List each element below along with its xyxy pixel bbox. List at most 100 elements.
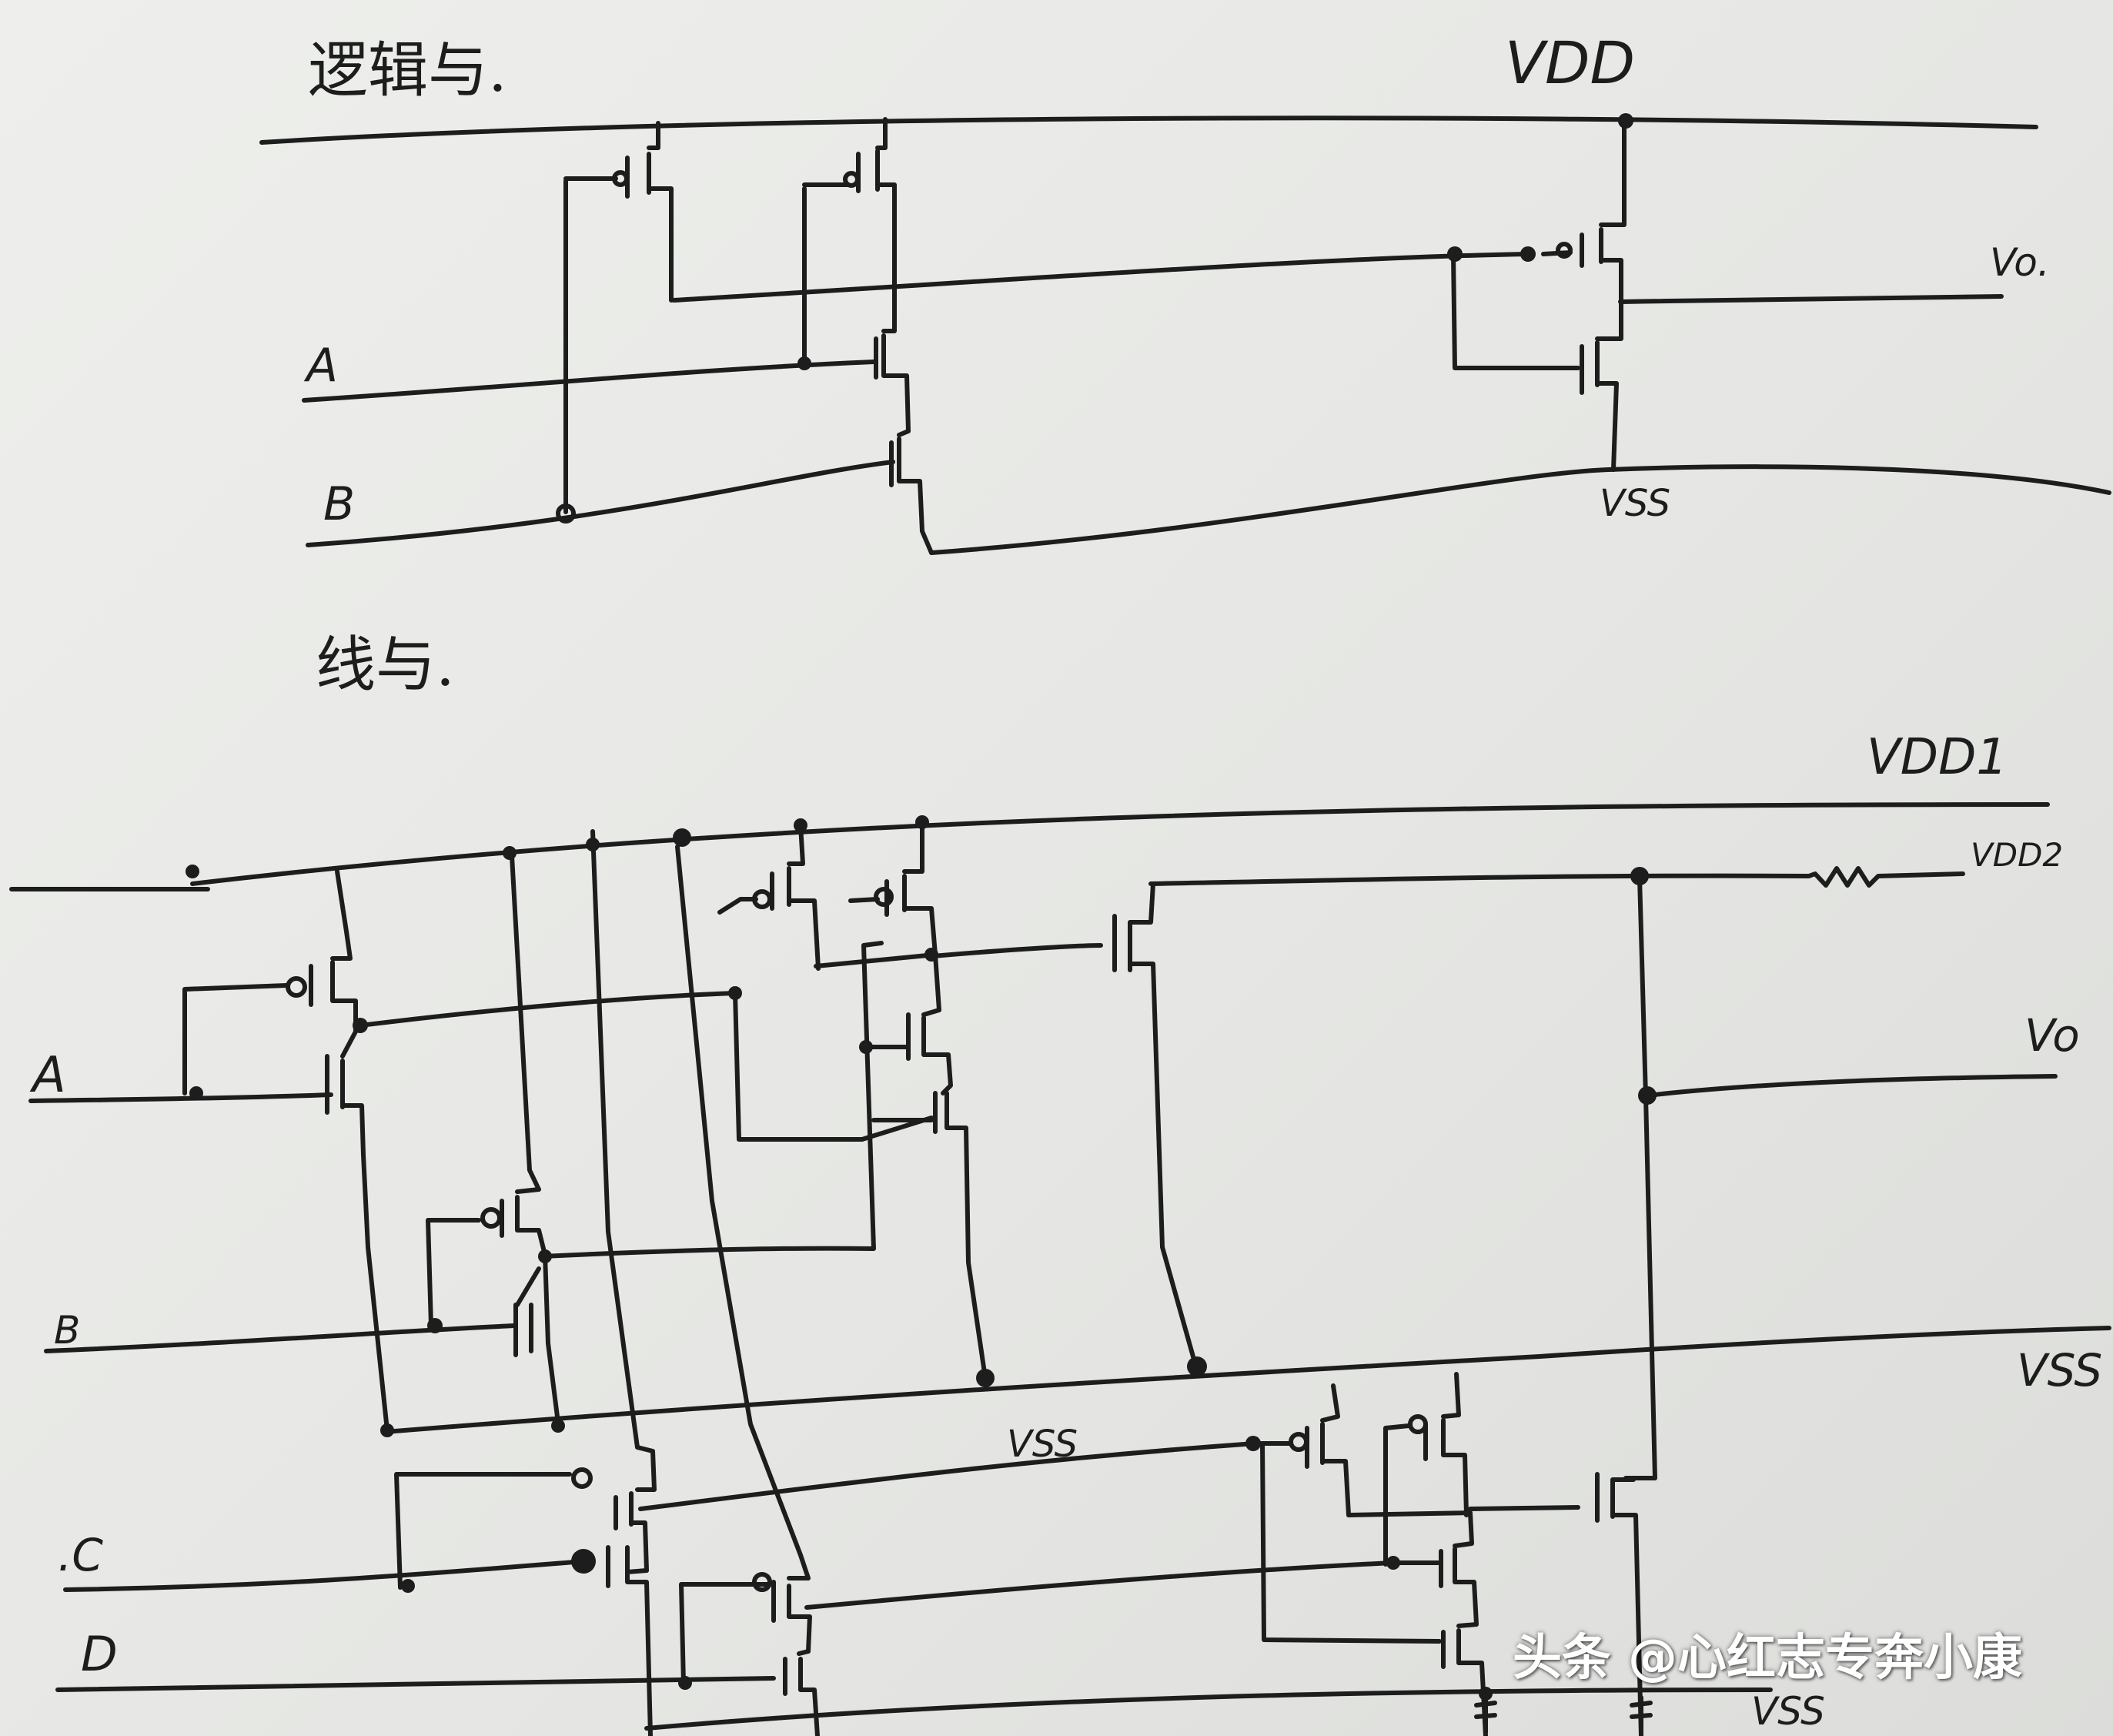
wired-and-vo-wire — [1645, 1074, 2058, 1098]
wired-and-node-vss-1 — [976, 1369, 995, 1387]
watermark-brand: 头条 — [1513, 1630, 1611, 1687]
wired-and-b-inv-out — [540, 941, 884, 1259]
wired-and-circuit: 线与. VDD1 VDD2 Vo VSS VSS VSS A B .C D — [9, 631, 2111, 1736]
wired-and-nand2-pmos-d-bubble — [1408, 1414, 1428, 1434]
wired-and-nand1-pmos-b — [848, 825, 938, 957]
wired-and-node-nand2-c — [1245, 1436, 1261, 1451]
wired-and-input-c-label: .C — [58, 1529, 103, 1581]
wired-and-node-vdd-5 — [794, 818, 807, 832]
logic-and-input-a-wire — [302, 360, 876, 403]
wired-and-vdd2-label: VDD2 — [1971, 836, 2063, 874]
wired-and-nand2-pmos — [1252, 1383, 1351, 1517]
wired-and-a-nmos — [325, 1029, 390, 1433]
wired-and-input-b-label: B — [54, 1308, 80, 1353]
wired-and-node-c — [401, 1579, 415, 1593]
wired-and-node-vdd-6 — [915, 815, 929, 829]
wired-and-node-b-out — [538, 1249, 552, 1263]
logic-and-nand-output-wire — [671, 252, 1530, 303]
wired-and-vss-bottom-rail — [644, 1687, 1773, 1731]
wired-and-d-inverter — [675, 845, 812, 1687]
wired-and-input-d-label: D — [81, 1626, 118, 1682]
wired-and-node-nand2-d — [1386, 1556, 1400, 1570]
wired-and-node-nand1-out — [924, 948, 938, 962]
wired-and-node-vss-2 — [1187, 1356, 1207, 1376]
wired-and-b-inverter — [426, 854, 560, 1425]
wired-and-b-pmos-bubble — [480, 1207, 502, 1229]
logic-and-vss-rail — [929, 464, 2111, 555]
logic-and-pmos-b-bubble — [612, 170, 629, 187]
wired-and-nand2-nmos-gates — [1260, 1441, 1442, 1644]
wired-and-node-vdd-2 — [503, 846, 517, 860]
wired-and-nand2-pmos-c-bubble — [1289, 1432, 1309, 1452]
wired-and-node-vdd2 — [1630, 867, 1649, 885]
wired-and-node-vss-3 — [380, 1423, 394, 1437]
logic-and-nmos-a — [871, 302, 911, 433]
wired-and-d-inv-out — [804, 1560, 1396, 1610]
wired-and-input-a-label: A — [29, 1047, 66, 1104]
logic-and-vdd-rail — [259, 115, 2038, 145]
wired-and-node-vdd-1 — [186, 865, 199, 878]
wired-and-nand1-node — [814, 952, 988, 1380]
logic-and-inv-pmos-bubble — [1556, 242, 1573, 259]
logic-and-pmos-b — [563, 121, 674, 514]
wired-and-node-b — [427, 1318, 443, 1333]
wired-and-b-nmos — [513, 1266, 541, 1357]
wired-and-node-vo — [1638, 1086, 1657, 1105]
wired-and-node-a — [189, 1086, 203, 1100]
wired-and-node-vss-4 — [551, 1419, 565, 1433]
wired-and-vss-label: VSS — [2017, 1344, 2102, 1396]
logic-and-inv-nmos — [1451, 252, 1623, 472]
wired-and-input-d-wire — [55, 1676, 776, 1692]
wired-and-output-label: Vo — [2024, 1009, 2080, 1062]
wired-and-vdd1-label: VDD1 — [1867, 729, 2008, 786]
watermark: 头条 @心红志专奔小康 — [1513, 1623, 2022, 1687]
wired-and-title: 线与. — [316, 631, 455, 700]
wired-and-c-inv-out — [638, 1441, 1257, 1511]
wired-and-node-vdd-4 — [673, 828, 691, 847]
wired-and-nand1-out — [931, 881, 1199, 1373]
wired-and-vss-rail — [383, 1326, 2111, 1434]
wired-and-nand1-pmos-a-bubble — [752, 889, 772, 909]
wired-and-node-nand1-gate — [728, 986, 742, 1000]
wired-and-node-a-out — [353, 1018, 368, 1033]
logic-and-vo-wire — [1618, 294, 2004, 304]
wired-and-node-vss-bottom — [1479, 1687, 1493, 1701]
logic-and-vdd-label: VDD — [1505, 28, 1635, 97]
logic-and-node-inv-in — [1447, 246, 1463, 262]
watermark-handle: @心红志专奔小康 — [1628, 1630, 2022, 1687]
logic-and-circuit: 逻辑与. VDD Vo. A B VSS — [259, 28, 2111, 555]
wired-and-output-column — [1623, 875, 1657, 1480]
logic-and-node-a — [797, 356, 811, 370]
wired-and-ground-marks — [1474, 1695, 1653, 1734]
wired-and-vdd1-rail — [9, 802, 2050, 891]
wired-and-nand2-node — [1346, 1510, 1488, 1736]
wired-and-a-inverter — [182, 869, 358, 1095]
logic-and-pmos-a — [802, 117, 897, 364]
logic-and-output-label: Vo. — [1990, 240, 2050, 285]
wired-and-node-c-gate — [571, 1549, 596, 1574]
logic-and-inv-pmos — [1541, 119, 1627, 304]
logic-and-input-a-label: A — [303, 339, 338, 393]
wired-and-c-pmos-bubble — [571, 1467, 593, 1489]
wired-and-nand2-pmos-d — [1383, 1372, 1469, 1567]
logic-and-node-b — [556, 503, 576, 523]
logic-and-node-inv-gate — [1520, 246, 1536, 262]
logic-and-node-vdd — [1618, 113, 1633, 129]
wired-and-a-inv-out — [358, 991, 934, 1142]
wired-and-vss-bottom-label: VSS — [1751, 1689, 1825, 1734]
wired-and-c-inverter — [394, 829, 657, 1590]
logic-and-vss-label: VSS — [1600, 482, 1670, 525]
wired-and-nand1-pmos-b-bubble — [874, 887, 894, 907]
logic-and-nmos-b — [889, 429, 934, 555]
logic-and-input-b-wire — [306, 460, 895, 547]
wired-and-node-nand1-nmos-a — [859, 1040, 873, 1054]
wired-and-input-b-wire — [44, 1323, 517, 1353]
wired-and-vdd2-rail — [1148, 866, 1965, 888]
wired-and-a-pmos-bubble — [286, 976, 307, 998]
wired-and-c-nmos — [606, 1545, 653, 1736]
logic-and-title: 逻辑与. — [308, 36, 507, 105]
wired-and-nand1-pmos — [717, 823, 821, 971]
wired-and-node-d — [678, 1676, 692, 1690]
wired-and-nand1-nmos-gates — [864, 1045, 934, 1122]
